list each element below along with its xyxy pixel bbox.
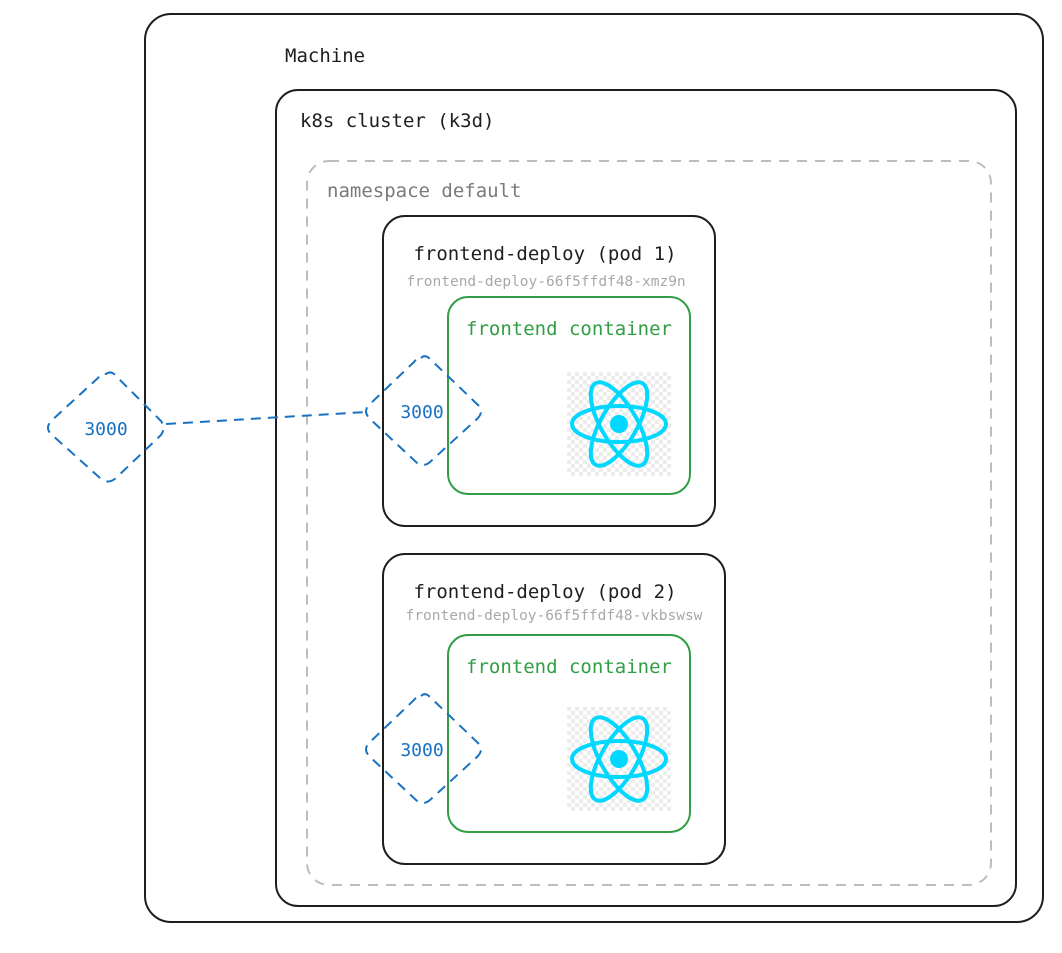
machine-box: Machine [144, 13, 1044, 923]
host-port-diamond: 3000 [47, 371, 165, 483]
cluster-box: k8s cluster (k3d) [275, 89, 1017, 907]
host-port-label: 3000 [84, 419, 127, 440]
namespace-label: namespace default [327, 180, 521, 202]
react-icon [567, 707, 671, 811]
pod-2-port-label: 3000 [400, 740, 443, 761]
container-1-label: frontend container [466, 318, 672, 340]
machine-label: Machine [285, 45, 365, 67]
pod-2-title: frontend-deploy (pod 2) [413, 581, 676, 603]
pod-2-port-diamond: 3000 [365, 693, 482, 804]
pod-1-port-diamond: 3000 [365, 355, 482, 466]
namespace-box: namespace default [306, 160, 992, 886]
container-1-box: frontend container [447, 296, 691, 495]
cluster-label: k8s cluster (k3d) [300, 110, 494, 132]
container-2-box: frontend container [447, 634, 691, 833]
port-mapping-connector [165, 411, 367, 425]
react-icon [567, 372, 671, 476]
pod-2-box: frontend-deploy (pod 2) frontend-deploy-… [382, 553, 726, 865]
pod-1-name: frontend-deploy-66f5ffdf48-xmz9n [406, 274, 685, 290]
pod-1-box: frontend-deploy (pod 1) frontend-deploy-… [382, 215, 716, 527]
pod-1-port-label: 3000 [400, 402, 443, 423]
container-2-label: frontend container [466, 656, 672, 678]
pod-2-name: frontend-deploy-66f5ffdf48-vkbswsw [406, 608, 703, 624]
pod-1-title: frontend-deploy (pod 1) [413, 243, 676, 265]
